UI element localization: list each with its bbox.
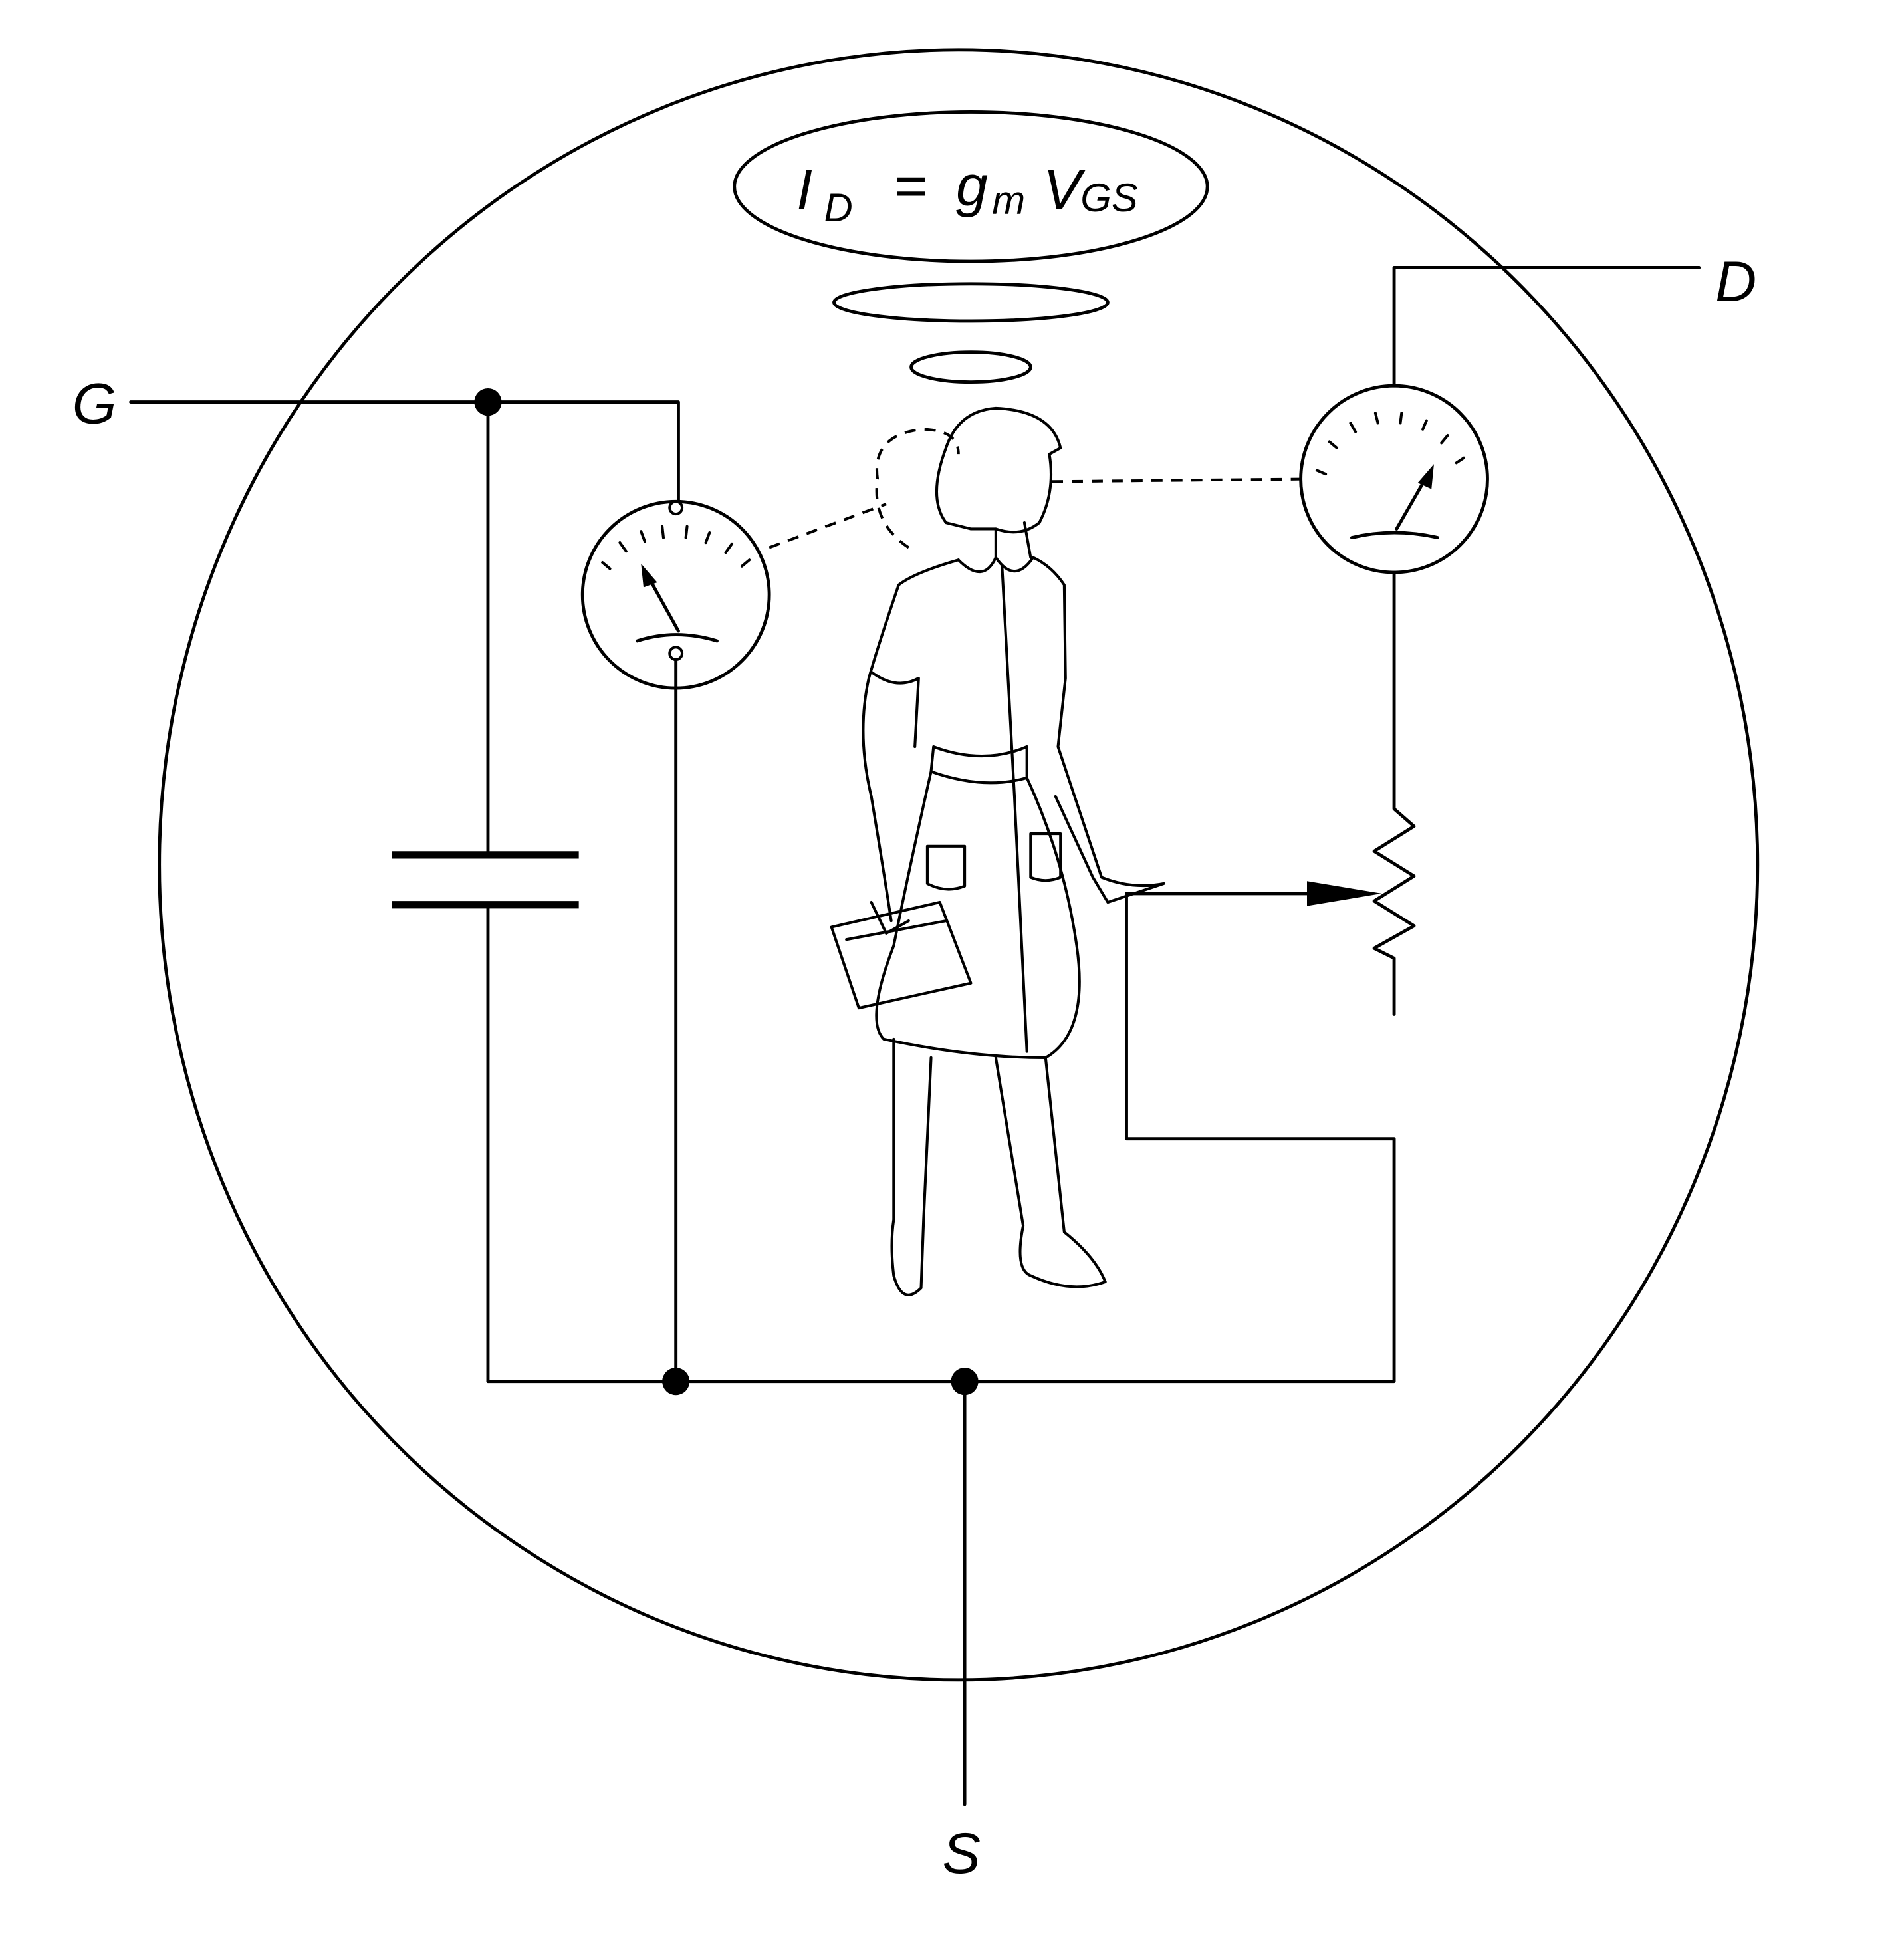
wiper-arrow-icon — [1306, 881, 1382, 906]
thought-bubble-trail-large — [832, 282, 1110, 323]
thought-bubble — [733, 110, 1209, 263]
sight-line-to-gate-meter — [769, 503, 887, 549]
gate-wire — [129, 400, 680, 503]
drain-resistor-wire — [1372, 570, 1416, 1016]
formula-m-subscript: m — [992, 178, 1025, 223]
sight-line-to-drain-meter — [1052, 477, 1301, 483]
operator-turned-head-ghost — [875, 428, 960, 549]
formula-equals: = — [893, 154, 927, 218]
drain-current-meter-icon — [1299, 384, 1489, 574]
thought-bubble-trail-small — [909, 350, 1032, 384]
operator-figure — [830, 406, 1165, 1296]
formula-V: V — [1043, 158, 1086, 221]
formula-GS-subscript: GS — [1080, 176, 1138, 220]
formula: I D = g m V GS — [796, 154, 1137, 230]
device-outline-circle — [158, 48, 1760, 1682]
operator-head — [935, 406, 1062, 534]
gate-terminal-label: G — [72, 372, 117, 435]
formula-D-subscript: D — [824, 185, 853, 230]
source-terminal-label: S — [942, 1822, 980, 1886]
drain-wire — [1392, 265, 1701, 388]
source-bus-wire — [486, 892, 1396, 1384]
source-junction-dot-left — [662, 1368, 690, 1396]
formula-I: I — [796, 158, 812, 221]
formula-g: g — [956, 154, 988, 218]
drain-terminal-label: D — [1715, 250, 1756, 314]
